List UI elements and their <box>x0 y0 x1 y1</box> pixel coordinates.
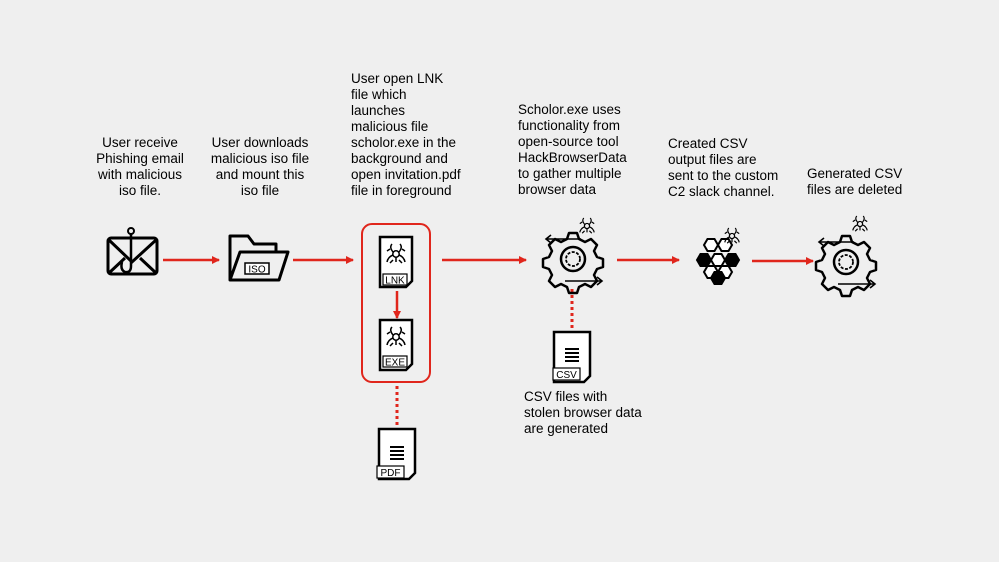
lnk-exe-group-box <box>361 223 431 383</box>
flow-arrows <box>163 256 814 426</box>
step-2-text: User downloads malicious iso file and mo… <box>210 135 310 198</box>
exe-file-icon: EXE <box>378 318 414 372</box>
gear-biohazard-icon <box>541 217 605 295</box>
pdf-label: PDF <box>381 468 401 479</box>
phishing-envelope-icon <box>106 227 159 276</box>
step-4-text: Scholor.exe uses functionality from open… <box>518 102 627 197</box>
gear-biohazard-icon <box>814 215 878 298</box>
step-6-text: Generated CSV files are deleted <box>807 166 903 197</box>
iso-label: ISO <box>248 265 265 276</box>
folder-iso-icon: ISO <box>228 234 290 282</box>
step-3-text: User open LNK file which launches malici… <box>351 71 461 198</box>
step-5-text: Created CSV output files are sent to the… <box>668 136 779 199</box>
lnk-label: LNK <box>385 276 405 287</box>
pdf-file-icon: PDF <box>376 427 417 481</box>
csv-label: CSV <box>556 370 577 381</box>
lnk-file-icon: LNK <box>378 235 414 289</box>
csv-file-icon: CSV <box>552 330 592 384</box>
hexagon-cluster-icon <box>695 227 741 285</box>
exe-label: EXE <box>385 358 405 369</box>
step-1-text: User receive Phishing email with malicio… <box>96 135 184 198</box>
csv-note-text: CSV files with stolen browser data are g… <box>524 389 642 436</box>
